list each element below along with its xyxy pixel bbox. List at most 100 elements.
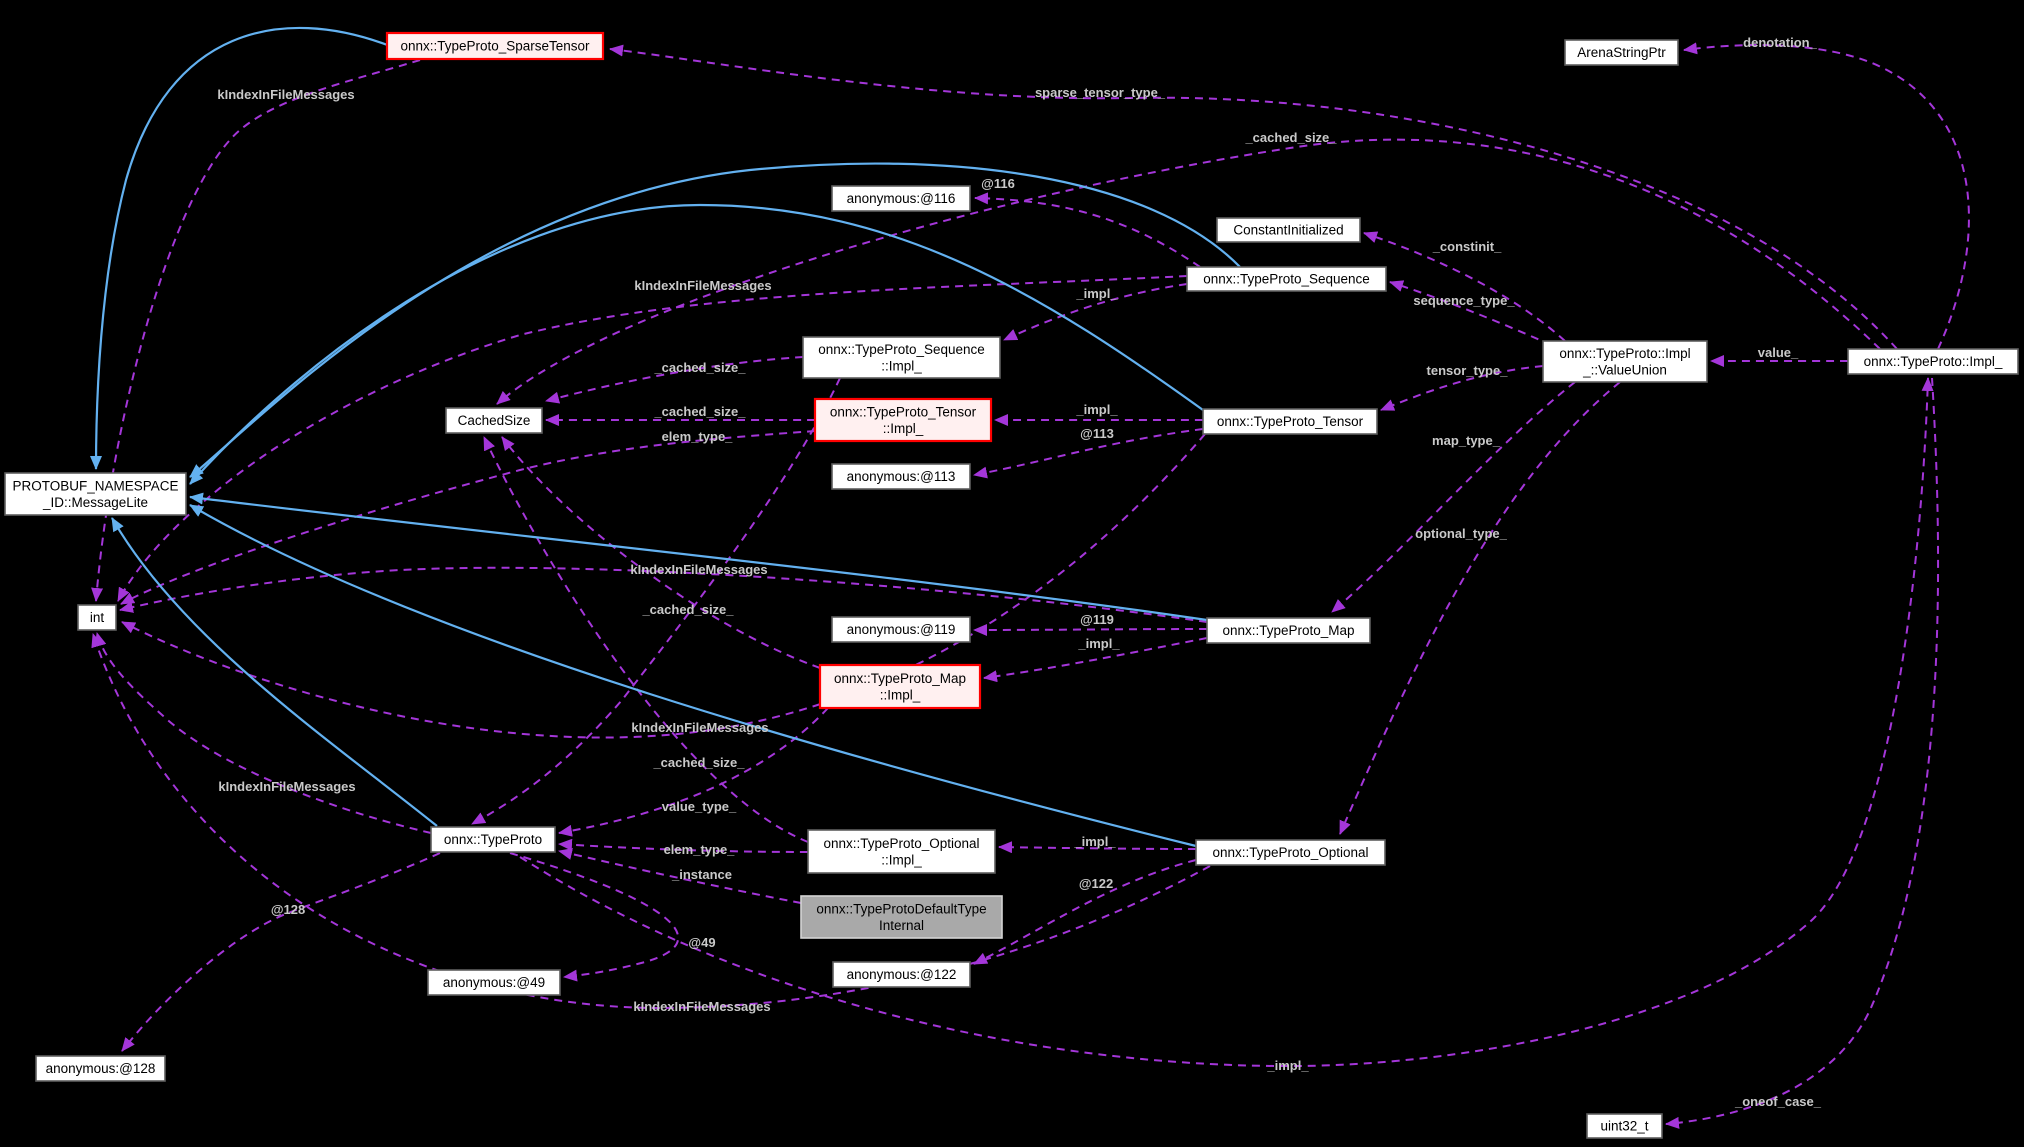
node-label-messagelite: PROTOBUF_NAMESPACE_ID::MessageLite [12, 478, 178, 510]
node-arena[interactable]: ArenaStringPtr [1564, 39, 1679, 66]
node-label-sparse: onnx::TypeProto_SparseTensor [400, 39, 590, 54]
edge-map-to-int [119, 566, 1208, 623]
edge-label-128: @128 [271, 902, 305, 917]
edge-map-to-map_impl [983, 637, 1208, 683]
node-box-uint32[interactable] [1586, 1113, 1663, 1139]
edge-tensor_impl-to-int [120, 430, 816, 605]
node-uint32[interactable]: uint32_t [1586, 1113, 1663, 1139]
node-map_impl[interactable]: onnx::TypeProto_Map::Impl_ [818, 663, 982, 710]
node-box-anon49[interactable] [427, 969, 561, 996]
edge-label-constinit: _constinit_ [1432, 239, 1502, 254]
edge-optional-to-anon122 [973, 859, 1197, 965]
node-box-opt_impl[interactable] [807, 829, 996, 874]
node-label-map: onnx::TypeProto_Map [1222, 623, 1354, 638]
node-label-tensor: onnx::TypeProto_Tensor [1217, 414, 1364, 429]
edge-label-elem-type: elem_type_ [662, 429, 734, 444]
edge-label-denotation: denotation_ [1743, 35, 1817, 50]
edge-label-116: @116 [981, 176, 1015, 191]
edge-label-kindexinfilemessages: kIndexInFileMessages [217, 87, 354, 102]
node-label-impl: onnx::TypeProto::Impl_ [1864, 354, 2003, 369]
node-label-optional: onnx::TypeProto_Optional [1212, 845, 1368, 860]
node-box-anon116[interactable] [831, 185, 971, 212]
edge-tensor-to-int [121, 433, 1206, 739]
node-box-anon119[interactable] [831, 616, 971, 643]
node-box-constinit[interactable] [1216, 217, 1361, 243]
node-anon119[interactable]: anonymous:@119 [831, 616, 971, 643]
edge-opt_impl-to-typeproto [558, 838, 809, 853]
edge-label-kindexinfilemessages: kIndexInFileMessages [633, 999, 770, 1014]
edge-label-instance: _instance [671, 867, 732, 882]
node-box-defaulttype[interactable] [800, 895, 1003, 939]
edge-label-sparse-tensor-type: sparse_tensor_type_ [1035, 85, 1166, 100]
node-label-anon113: anonymous:@113 [847, 469, 956, 484]
node-box-int[interactable] [77, 604, 117, 631]
node-sparse[interactable]: onnx::TypeProto_SparseTensor [385, 31, 605, 61]
edge-impl-to-arena [1683, 42, 1970, 350]
edge-label-49: @49 [688, 935, 715, 950]
node-box-impl[interactable] [1847, 348, 2019, 375]
edge-label-impl: _impl_ [1075, 286, 1118, 301]
node-box-anon128[interactable] [35, 1055, 166, 1082]
node-label-tensor_impl: onnx::TypeProto_Tensor::Impl_ [830, 404, 977, 436]
node-valueunion[interactable]: onnx::TypeProto::Impl_::ValueUnion [1542, 340, 1708, 383]
node-map[interactable]: onnx::TypeProto_Map [1206, 617, 1371, 644]
node-anon113[interactable]: anonymous:@113 [831, 463, 971, 490]
node-typeproto[interactable]: onnx::TypeProto [430, 826, 556, 853]
edge-label-122: @122 [1079, 876, 1113, 891]
node-label-anon122: anonymous:@122 [847, 967, 957, 982]
node-anon49[interactable]: anonymous:@49 [427, 969, 561, 996]
node-box-optional[interactable] [1195, 839, 1386, 866]
edge-label-impl: _impl_ [1266, 1058, 1309, 1073]
edge-impl-to-uint32 [1665, 377, 1940, 1129]
node-label-arena: ArenaStringPtr [1577, 45, 1666, 60]
edge-typeproto-to-int [94, 632, 432, 834]
node-box-sequence[interactable] [1186, 266, 1387, 292]
edge-label-impl: _impl_ [1077, 636, 1120, 651]
node-box-valueunion[interactable] [1542, 340, 1708, 383]
node-anon122[interactable]: anonymous:@122 [832, 961, 971, 988]
node-box-arena[interactable] [1564, 39, 1679, 66]
edge-map_impl-to-typeproto [558, 707, 829, 837]
node-box-anon113[interactable] [831, 463, 971, 490]
edge-opt_impl-to-cachedsize [483, 436, 809, 843]
edge-layer [90, 26, 1970, 1129]
node-box-map_impl[interactable] [818, 663, 982, 710]
node-impl[interactable]: onnx::TypeProto::Impl_ [1847, 348, 2019, 375]
node-box-seq_impl[interactable] [802, 336, 1001, 379]
node-tensor[interactable]: onnx::TypeProto_Tensor [1202, 408, 1378, 435]
node-box-tensor[interactable] [1202, 408, 1378, 435]
edge-seq_impl-to-typeproto [471, 377, 841, 825]
edge-label-elem-type: elem_type_ [664, 842, 736, 857]
node-anon116[interactable]: anonymous:@116 [831, 185, 971, 212]
edge-optional-to-int [91, 633, 1211, 1010]
edge-label-impl: _impl_ [1075, 402, 1118, 417]
node-box-typeproto[interactable] [430, 826, 556, 853]
node-box-messagelite[interactable] [4, 472, 187, 516]
edge-optional-to-opt_impl [998, 841, 1197, 854]
node-optional[interactable]: onnx::TypeProto_Optional [1195, 839, 1386, 866]
edge-sparse-to-messagelite [90, 26, 391, 470]
node-box-cachedsize[interactable] [445, 407, 543, 434]
node-messagelite[interactable]: PROTOBUF_NAMESPACE_ID::MessageLite [4, 472, 187, 516]
node-box-tensor_impl[interactable] [813, 397, 993, 443]
node-int[interactable]: int [77, 604, 117, 631]
node-anon128[interactable]: anonymous:@128 [35, 1055, 166, 1082]
edge-label-value-type: value_type_ [662, 799, 737, 814]
node-box-map[interactable] [1206, 617, 1371, 644]
node-label-seq_impl: onnx::TypeProto_Sequence::Impl_ [818, 342, 985, 374]
node-box-sparse[interactable] [385, 31, 605, 61]
node-opt_impl[interactable]: onnx::TypeProto_Optional::Impl_ [807, 829, 996, 874]
node-label-constinit: ConstantInitialized [1233, 223, 1343, 238]
node-box-anon122[interactable] [832, 961, 971, 988]
node-label-int: int [90, 610, 105, 625]
node-tensor_impl[interactable]: onnx::TypeProto_Tensor::Impl_ [813, 397, 993, 443]
node-label-anon49: anonymous:@49 [443, 975, 545, 990]
node-label-map_impl: onnx::TypeProto_Map::Impl_ [834, 671, 966, 703]
node-cachedsize[interactable]: CachedSize [445, 407, 543, 434]
node-sequence[interactable]: onnx::TypeProto_Sequence [1186, 266, 1387, 292]
edge-sequence-to-seq_impl [1003, 283, 1188, 341]
edge-label-cached-size: _cached_size_ [653, 404, 746, 419]
node-seq_impl[interactable]: onnx::TypeProto_Sequence::Impl_ [802, 336, 1001, 379]
node-constinit[interactable]: ConstantInitialized [1216, 217, 1361, 243]
